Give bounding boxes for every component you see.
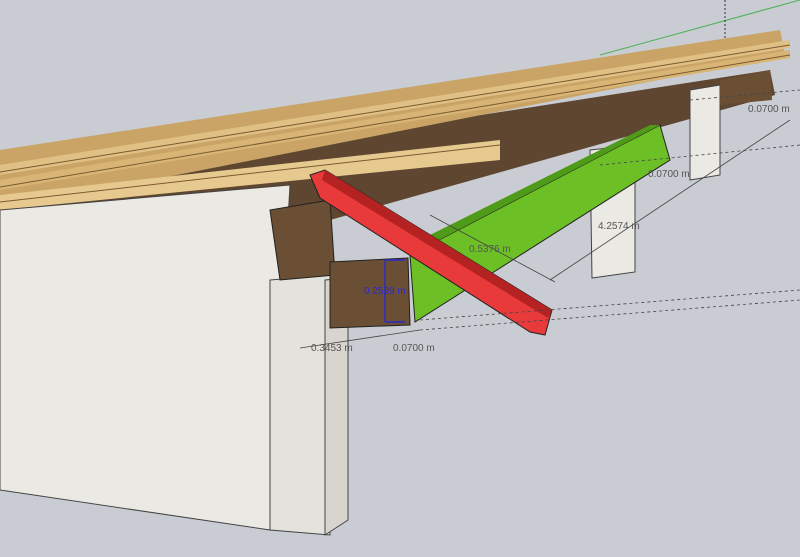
rear-post [689,84,721,181]
front-wall [0,184,291,531]
dimension-label-diagonal[interactable]: 0.5376 m [469,244,511,255]
green-axis [599,0,800,56]
dimension-label-top-right[interactable]: 0.0700 m [748,104,790,115]
dimension-label-right[interactable]: 0.0700 m [648,169,690,180]
red-rafter-side [322,170,552,318]
roof-battens [0,30,791,210]
dimension-lines [299,89,800,349]
dimension-label-bottom-left[interactable]: 0.3453 m [311,343,353,354]
dimension-label-bottom-mid[interactable]: 0.0700 m [393,343,435,354]
upper-wood-block [269,199,336,281]
dimension-label-block-height[interactable]: 0.2539 m [364,286,406,297]
lower-wood-block [329,257,411,329]
front-post [269,274,331,536]
green-beam-top [400,125,660,255]
selected-dimension[interactable] [384,259,405,323]
dimension-label-beam-length[interactable]: 4.2574 m [598,221,640,232]
